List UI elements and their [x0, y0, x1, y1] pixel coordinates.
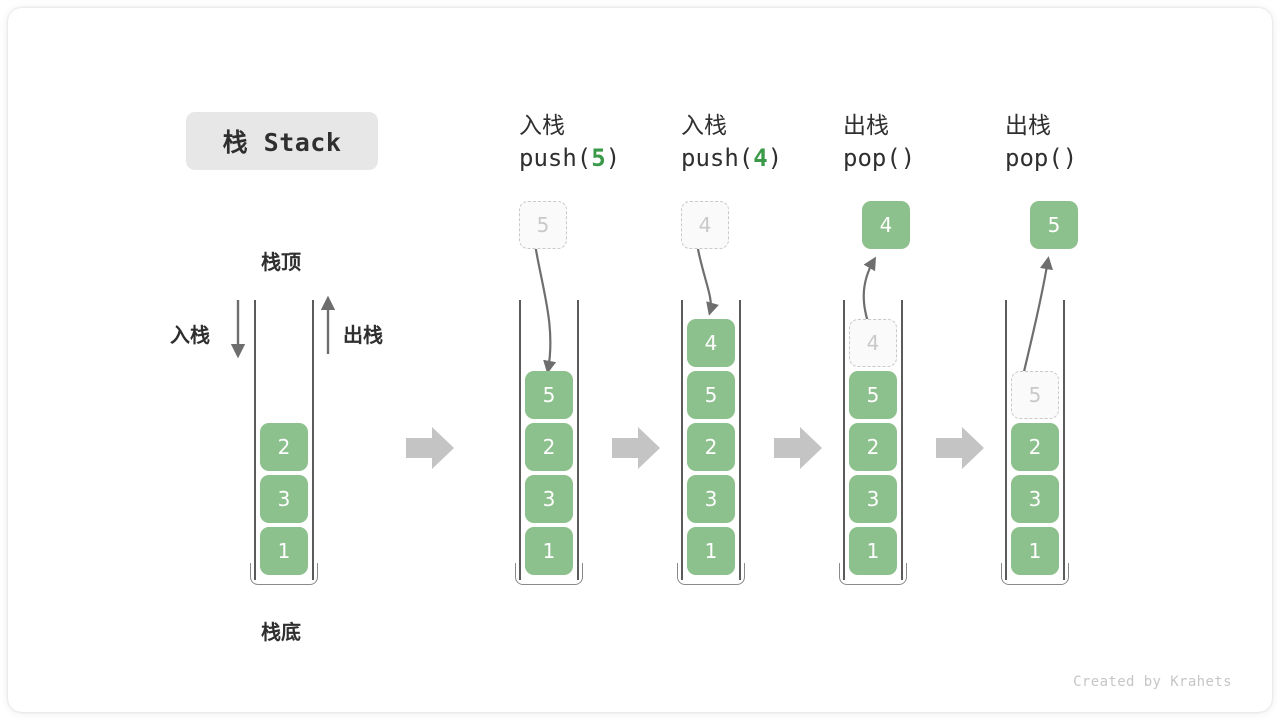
incoming-element-ghost: 5	[519, 201, 567, 249]
credit-text: Created by Krahets	[1073, 674, 1232, 690]
push-label: 入栈	[170, 323, 210, 347]
stack-element: 5	[687, 371, 735, 419]
stack-bottom-label: 栈底	[261, 620, 301, 644]
stack-base	[677, 563, 745, 585]
stack-container-pop-4	[839, 300, 907, 585]
stack-element: 3	[1011, 475, 1059, 523]
page-title: 栈 Stack	[186, 112, 378, 170]
column-header-title: 入栈	[519, 113, 565, 139]
incoming-element-ghost: 4	[681, 201, 729, 249]
pop-label: 出栈	[343, 323, 383, 347]
page-title-text: 栈 Stack	[222, 128, 342, 157]
stack-base	[839, 563, 907, 585]
stack-wall-left	[843, 300, 845, 580]
stack-wall-left	[519, 300, 521, 580]
stack-element: 3	[849, 475, 897, 523]
stack-base	[515, 563, 583, 585]
stack-wall-right	[1063, 300, 1065, 580]
code-suffix: )	[900, 144, 916, 173]
code-suffix: )	[1062, 144, 1078, 173]
column-header-code: push(4)	[681, 144, 782, 173]
stack-container-push-4	[677, 300, 745, 585]
stack-wall-right	[901, 300, 903, 580]
stack-element: 2	[525, 423, 573, 471]
flow-arrow-1	[406, 427, 454, 469]
column-header-code: pop()	[1005, 144, 1077, 173]
stack-wall-left	[681, 300, 683, 580]
stack-base	[250, 563, 318, 585]
code-prefix: pop(	[843, 144, 901, 173]
stack-element: 4	[687, 319, 735, 367]
code-prefix: push(	[681, 144, 754, 173]
stack-wall-right	[312, 300, 314, 580]
code-suffix: )	[767, 144, 783, 173]
stack-element-ghost: 5	[1011, 371, 1059, 419]
stack-element: 1	[687, 527, 735, 575]
stack-element: 1	[849, 527, 897, 575]
stack-element: 5	[849, 371, 897, 419]
outgoing-element: 4	[862, 201, 910, 249]
flow-arrow-2	[612, 427, 660, 469]
column-header-pop-5: 出栈 pop()	[1005, 112, 1077, 173]
diagram-stage: 栈 Stack 栈顶 栈底 入栈 出栈 2 3 1 入栈 push(5) 5 5…	[8, 8, 1272, 712]
stack-element: 3	[687, 475, 735, 523]
column-header-code: push(5)	[519, 144, 620, 173]
column-header-title: 入栈	[681, 113, 727, 139]
flow-arrow-3	[774, 427, 822, 469]
column-header-pop-4: 出栈 pop()	[843, 112, 915, 173]
stack-wall-right	[739, 300, 741, 580]
stack-element: 2	[1011, 423, 1059, 471]
column-header-title: 出栈	[843, 113, 889, 139]
stack-element: 2	[687, 423, 735, 471]
stack-element-ghost: 4	[849, 319, 897, 367]
stack-wall-right	[577, 300, 579, 580]
column-header-push-4: 入栈 push(4)	[681, 112, 782, 173]
stack-element: 1	[525, 527, 573, 575]
column-header-code: pop()	[843, 144, 915, 173]
stack-container-pop-5	[1001, 300, 1069, 585]
code-prefix: push(	[519, 144, 592, 173]
stack-element: 3	[525, 475, 573, 523]
stack-wall-left	[1005, 300, 1007, 580]
column-header-push-5: 入栈 push(5)	[519, 112, 620, 173]
flow-arrow-4	[936, 427, 984, 469]
outgoing-element: 5	[1030, 201, 1078, 249]
stack-top-label: 栈顶	[261, 250, 301, 274]
code-argument: 4	[753, 144, 768, 173]
stack-element: 5	[525, 371, 573, 419]
stack-wall-left	[254, 300, 256, 580]
stack-element: 1	[260, 527, 308, 575]
code-argument: 5	[591, 144, 606, 173]
stack-element: 1	[1011, 527, 1059, 575]
column-header-title: 出栈	[1005, 113, 1051, 139]
code-suffix: )	[605, 144, 621, 173]
stack-element: 2	[260, 423, 308, 471]
diagram-card: 栈 Stack 栈顶 栈底 入栈 出栈 2 3 1 入栈 push(5) 5 5…	[8, 8, 1272, 712]
stack-base	[1001, 563, 1069, 585]
stack-container-initial	[250, 300, 318, 585]
stack-element: 3	[260, 475, 308, 523]
stack-element: 2	[849, 423, 897, 471]
stack-container-push-5	[515, 300, 583, 585]
code-prefix: pop(	[1005, 144, 1063, 173]
